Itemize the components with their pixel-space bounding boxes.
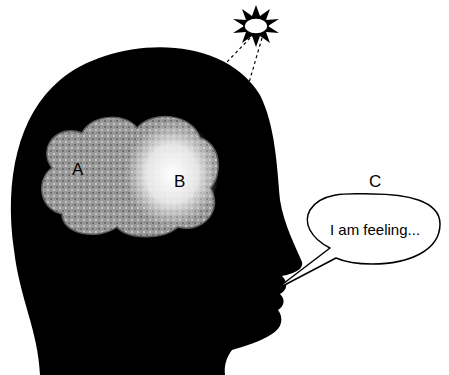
brain-cloud: AB: [32, 108, 222, 240]
region-label: B: [174, 172, 185, 192]
region-label: A: [72, 160, 83, 180]
region-label: C: [369, 172, 381, 192]
light-source: [233, 5, 279, 47]
speech-bubble: C I am feeling...: [300, 172, 445, 276]
speech-text: I am feeling...: [330, 221, 420, 238]
attention-region: B: [124, 120, 220, 228]
light-ray: [216, 38, 262, 196]
attention-region-outline: [124, 120, 220, 228]
head-silhouette: [11, 47, 302, 375]
